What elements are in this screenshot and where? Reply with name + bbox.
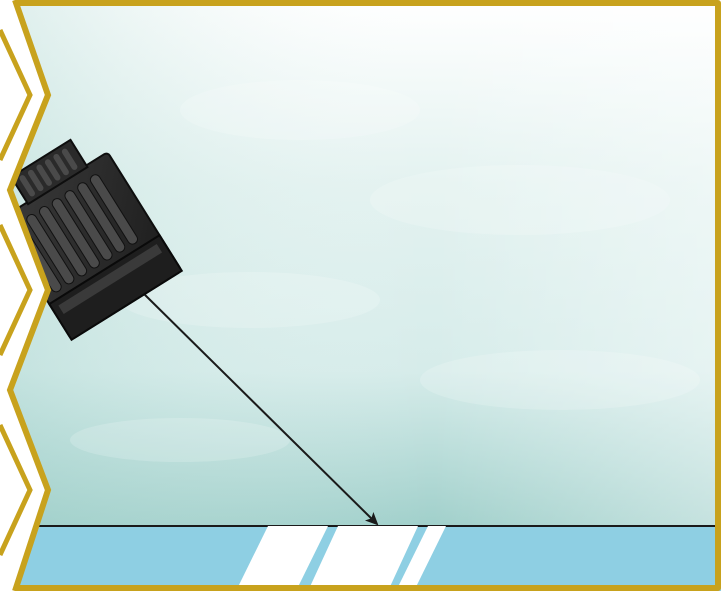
ground-strip-icon [0,526,721,591]
